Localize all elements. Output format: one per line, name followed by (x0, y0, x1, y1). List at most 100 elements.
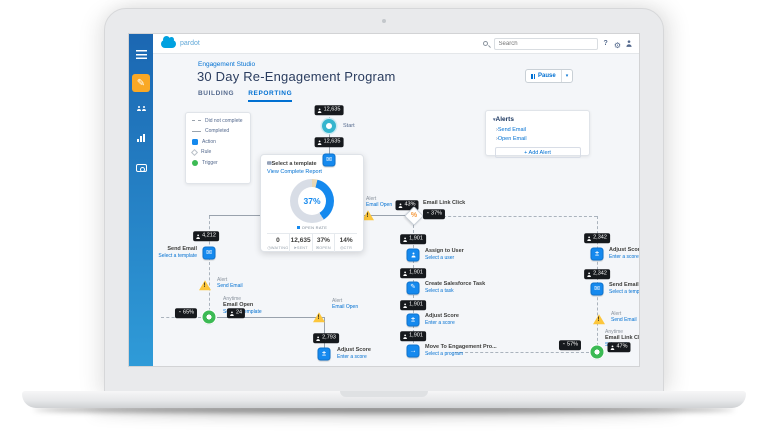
adjust-score-node[interactable] (406, 313, 420, 327)
laptop-lid: pardot ? Engagement Studio 30 Day Re-Eng… (104, 8, 664, 394)
trigger-node-email-link-click[interactable] (590, 345, 604, 359)
node-label: Send Email Select a template (609, 282, 640, 295)
prospect-count-badge: 2,342 (584, 233, 610, 243)
create-task-node[interactable] (406, 281, 420, 295)
rule-icon (190, 148, 199, 156)
alert-label: Alert Send Email (611, 311, 637, 324)
connector-line (217, 317, 324, 318)
start-label: Start (343, 123, 355, 129)
enter-score-link[interactable]: Enter a score (425, 319, 455, 326)
sidebar-item-engagement-studio[interactable] (132, 74, 150, 92)
select-template-link[interactable]: Select a template (609, 288, 640, 295)
alert-label: Alert Send Email (217, 277, 243, 290)
popup-title: Select a template (267, 161, 357, 167)
email-report-popup: Select a template View Complete Report 3… (260, 154, 364, 252)
prospect-count-badge: 2,342 (584, 269, 610, 279)
select-user-link[interactable]: Select a user (425, 254, 455, 261)
help-icon[interactable]: ? (603, 40, 608, 47)
enter-score-link[interactable]: Enter a score (337, 353, 367, 360)
pause-dropdown-button[interactable] (560, 70, 573, 82)
move-to-program-node[interactable] (406, 344, 420, 358)
view-complete-report-link[interactable]: View Complete Report (267, 168, 322, 175)
user-avatar-icon[interactable] (626, 40, 632, 47)
legend-card: Did not complete Completed Action Rule T… (185, 112, 251, 184)
alert-email-open-link[interactable]: Email Open (366, 202, 393, 209)
alert-warning-icon[interactable] (313, 312, 325, 323)
tab-building[interactable]: BUILDING (198, 90, 235, 97)
alert-warning-icon[interactable] (593, 314, 605, 325)
assign-to-user-node[interactable] (406, 248, 420, 262)
prospect-count-badge: 4,212 (193, 231, 219, 241)
menu-icon[interactable] (129, 50, 153, 59)
laptop-shadow (90, 408, 680, 418)
alert-email-open-link[interactable]: Email Open (332, 304, 359, 311)
add-alert-button[interactable]: + Add Alert (494, 147, 581, 158)
alert-item-open-email[interactable]: Open Email (496, 136, 589, 142)
gear-icon[interactable] (614, 35, 621, 53)
rule-open-pct-badge: 37% (422, 209, 446, 219)
legend-label: Rule (201, 149, 212, 155)
main-content: Engagement Studio 30 Day Re-Engagement P… (153, 54, 640, 366)
solid-line-icon (192, 130, 201, 132)
rule-pct-badge: 43% (395, 200, 419, 210)
sidebar-item-prospects[interactable] (129, 106, 153, 111)
prospect-count-badge: 12,635 (314, 105, 344, 115)
brand-name: pardot (180, 40, 200, 47)
prospect-count-badge: 1,901 (400, 234, 426, 244)
trigger-pct-badge: 57% (558, 340, 582, 350)
start-node[interactable] (322, 119, 336, 133)
enter-score-link[interactable]: Enter a score (609, 253, 639, 260)
node-label: Adjust Score Enter a score (609, 247, 639, 260)
select-template-link[interactable]: Select a template (158, 252, 197, 259)
alert-send-email-link[interactable]: Send Email (611, 317, 637, 324)
alert-send-email-link[interactable]: Send Email (217, 283, 243, 290)
donut-value: 37% (298, 186, 326, 215)
search-input[interactable] (493, 37, 598, 50)
stat-sent: 12,635SENT (288, 233, 312, 252)
rule-node-email-link-click[interactable]: % (404, 206, 424, 226)
prospect-count-badge: 1,901 (400, 300, 426, 310)
connector-line (324, 317, 325, 348)
connector-line (597, 216, 598, 346)
flow-canvas[interactable]: Did not complete Completed Action Rule T… (153, 102, 640, 366)
action-icon (192, 138, 198, 145)
connector-line (455, 352, 589, 353)
tab-reporting[interactable]: REPORTING (248, 90, 293, 102)
connector-line (209, 216, 210, 311)
node-label: Create Salesforce Task Select a task (425, 281, 486, 294)
dashed-line-icon (192, 120, 201, 121)
trigger-pct-badge: 65% (174, 308, 198, 318)
search-icon[interactable] (482, 41, 488, 46)
salesforce-logo-icon (161, 35, 176, 48)
adjust-score-node[interactable] (590, 247, 604, 261)
alert-label: Alert Email Open (332, 298, 359, 311)
trigger-pct-badge: 47% (607, 342, 631, 352)
trigger-node-email-open[interactable] (202, 310, 216, 324)
send-email-node[interactable] (590, 282, 604, 296)
trigger-icon (192, 159, 198, 166)
adjust-score-node[interactable] (317, 347, 331, 361)
top-nav-bar: pardot ? (153, 34, 639, 54)
sidebar-item-reports[interactable] (129, 134, 153, 142)
stat-waiting: 0WAITING (267, 234, 289, 252)
breadcrumb[interactable]: Engagement Studio (198, 61, 256, 68)
app-screen: pardot ? Engagement Studio 30 Day Re-Eng… (128, 33, 640, 367)
send-email-node[interactable] (202, 246, 216, 260)
send-email-node[interactable] (322, 153, 336, 167)
pause-button[interactable]: Pause (526, 70, 561, 82)
stat-open: 37%OPEN (311, 233, 335, 252)
alert-warning-icon[interactable] (362, 210, 374, 221)
select-program-link[interactable]: Select a program (425, 350, 464, 357)
alert-item-send-email[interactable]: Send Email (496, 127, 589, 133)
select-task-link[interactable]: Select a task (425, 287, 454, 294)
alert-warning-icon[interactable] (199, 280, 211, 291)
alerts-panel-title[interactable]: Alerts (493, 116, 589, 123)
prospect-count-badge: 1,901 (400, 268, 426, 278)
node-label: Adjust Score Enter a score (425, 313, 459, 326)
sidebar-item-content[interactable] (129, 164, 153, 172)
prospect-count-badge: 12,635 (314, 137, 344, 147)
node-label: Assign to User Select a user (425, 248, 464, 261)
legend-label: Did not complete (205, 117, 243, 124)
donut-legend: OPEN RATE (267, 225, 357, 230)
